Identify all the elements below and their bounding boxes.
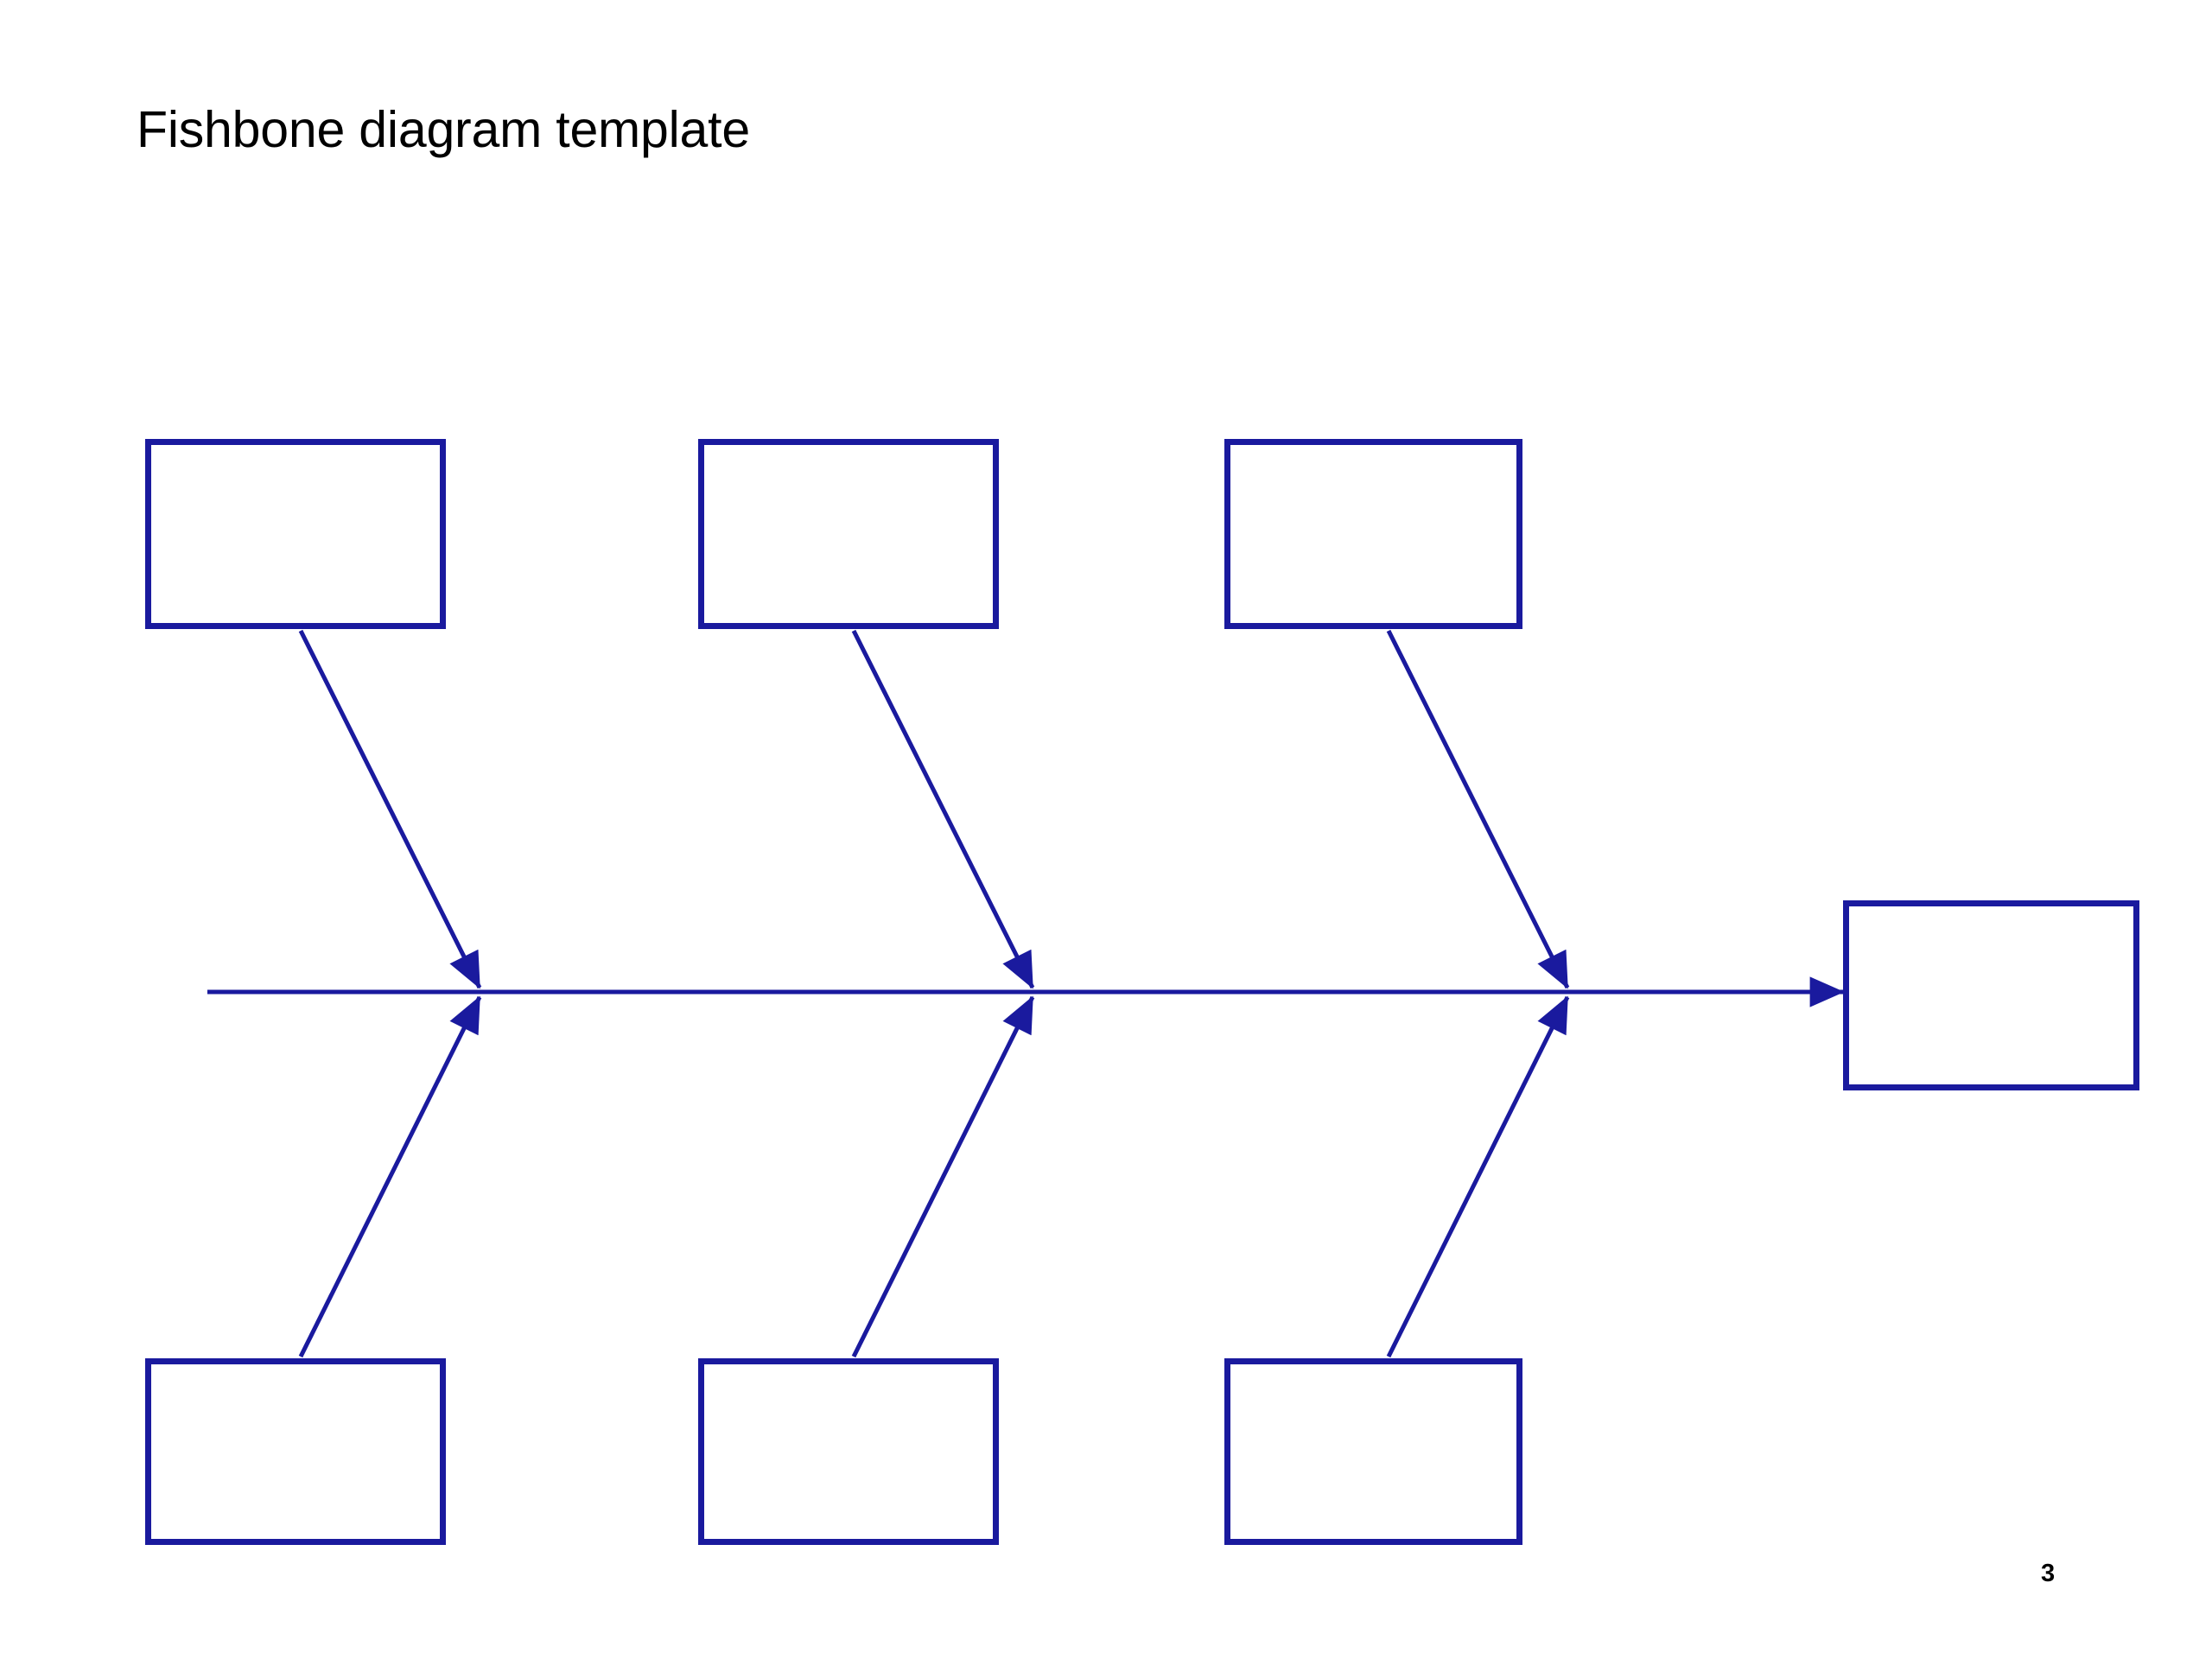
bone-top-3 — [1386, 629, 1570, 989]
cause-boxes-top-shapes — [145, 439, 1522, 629]
cause-box-top-3-shape[interactable] — [1224, 439, 1522, 629]
cause-box-bottom-2[interactable] — [698, 1358, 999, 1545]
page-title: Fishbone diagram template — [137, 101, 750, 158]
page-number: 3 — [2041, 1560, 2056, 1587]
cause-box-bottom-1-shape[interactable] — [145, 1358, 446, 1545]
bone-bottom-2 — [851, 995, 1035, 1358]
cause-box-top-1[interactable] — [145, 439, 446, 629]
cause-box-top-1-shape[interactable] — [145, 439, 446, 629]
cause-box-bottom-3-shape[interactable] — [1224, 1358, 1522, 1545]
effect-box[interactable] — [1843, 900, 2139, 1090]
effect-box-shape-group — [1843, 900, 2139, 1090]
cause-box-top-3[interactable] — [1224, 439, 1522, 629]
cause-boxes-bottom-shapes — [145, 1358, 1522, 1545]
bones-top-group — [298, 629, 1570, 989]
cause-box-bottom-2-shape[interactable] — [698, 1358, 999, 1545]
cause-box-bottom-1[interactable] — [145, 1358, 446, 1545]
bone-top-2 — [851, 629, 1035, 989]
bone-top-1 — [298, 629, 482, 989]
bones-bottom-group — [298, 995, 1570, 1358]
bone-bottom-1 — [298, 995, 482, 1358]
cause-box-top-2[interactable] — [698, 439, 999, 629]
cause-box-top-2-shape[interactable] — [698, 439, 999, 629]
effect-box-shape[interactable] — [1843, 900, 2139, 1090]
bone-bottom-3 — [1386, 995, 1570, 1358]
cause-box-bottom-3[interactable] — [1224, 1358, 1522, 1545]
